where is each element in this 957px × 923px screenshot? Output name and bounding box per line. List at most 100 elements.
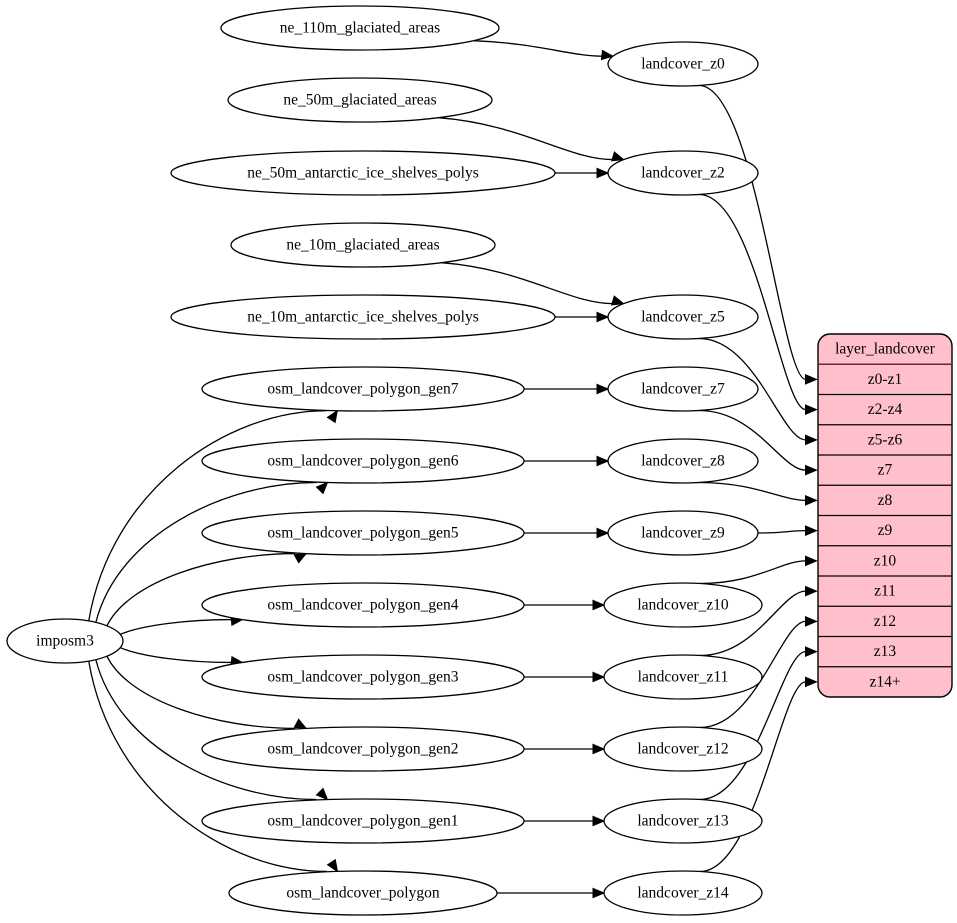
arrow-head: [805, 585, 818, 597]
edge-imposm3-to-osm_landcover_polygon_gen5: [106, 552, 296, 627]
node-ne_50m_antarctic_ice_shelves_polys[interactable]: ne_50m_antarctic_ice_shelves_polys: [170, 150, 556, 196]
edge-ne_10m_glaciated_areas-to-landcover_z5: [441, 262, 613, 305]
edge-imposm3-to-osm_landcover_polygon_gen2: [106, 655, 296, 730]
arrow-head: [805, 676, 818, 688]
node-landcover_z8[interactable]: landcover_z8: [607, 438, 759, 484]
edge-landcover_z12-to-z12: [699, 620, 806, 729]
edge-landcover_z8-to-z8: [699, 481, 806, 502]
arrow-head: [596, 455, 610, 467]
node-shape-landcover_z8[interactable]: [607, 438, 759, 484]
node-shape-ne_10m_antarctic_ice_shelves_polys[interactable]: [170, 294, 556, 340]
edge-ne_110m_glaciated_areas-to-landcover_z0: [473, 40, 602, 57]
edge-landcover_z9-to-z9: [757, 529, 806, 534]
edge-imposm3-to-osm_landcover_polygon_gen6: [95, 481, 317, 623]
edges-layer: [88, 40, 818, 899]
node-osm_landcover_polygon[interactable]: osm_landcover_polygon: [228, 870, 498, 916]
node-shape-landcover_z5[interactable]: [607, 294, 759, 340]
arrow-head: [805, 434, 818, 446]
node-osm_landcover_polygon_gen2[interactable]: osm_landcover_polygon_gen2: [201, 726, 525, 772]
node-shape-ne_110m_glaciated_areas[interactable]: [220, 5, 500, 51]
node-osm_landcover_polygon_gen3[interactable]: osm_landcover_polygon_gen3: [201, 654, 525, 700]
node-shape-ne_50m_glaciated_areas[interactable]: [227, 77, 493, 123]
arrow-head: [805, 646, 818, 657]
node-shape-ne_50m_antarctic_ice_shelves_polys[interactable]: [170, 150, 556, 196]
node-imposm3[interactable]: imposm3: [6, 618, 124, 664]
arrow-head: [805, 404, 818, 415]
node-ne_10m_antarctic_ice_shelves_polys[interactable]: ne_10m_antarctic_ice_shelves_polys: [170, 294, 556, 340]
node-shape-osm_landcover_polygon[interactable]: [228, 870, 498, 916]
arrow-head: [326, 409, 339, 424]
node-shape-landcover_z12[interactable]: [603, 726, 763, 772]
node-shape-osm_landcover_polygon_gen7[interactable]: [201, 366, 525, 412]
node-shape-landcover_z7[interactable]: [607, 366, 759, 412]
edge-landcover_z10-to-z10: [699, 560, 806, 585]
node-shape-ne_10m_glaciated_areas[interactable]: [230, 222, 496, 268]
node-ne_50m_glaciated_areas[interactable]: ne_50m_glaciated_areas: [227, 77, 493, 123]
arrow-head: [592, 743, 606, 755]
node-landcover_z10[interactable]: landcover_z10: [603, 582, 763, 628]
edge-imposm3-to-osm_landcover_polygon: [88, 660, 327, 873]
node-shape-osm_landcover_polygon_gen2[interactable]: [201, 726, 525, 772]
edge-imposm3-to-osm_landcover_polygon_gen7: [88, 410, 327, 622]
node-landcover_z5[interactable]: landcover_z5: [607, 294, 759, 340]
node-shape-landcover_z10[interactable]: [603, 582, 763, 628]
layer-landcover-table[interactable]: layer_landcoverz0-z1z2-z4z5-z6z7z8z9z10z…: [817, 333, 953, 698]
node-landcover_z7[interactable]: landcover_z7: [607, 366, 759, 412]
edge-landcover_z14-to-z14+: [699, 681, 806, 873]
edge-ne_50m_glaciated_areas-to-landcover_z2: [438, 117, 613, 161]
edge-landcover_z0-to-z0-z1: [699, 84, 806, 381]
node-ne_110m_glaciated_areas[interactable]: ne_110m_glaciated_areas: [220, 5, 500, 51]
edge-landcover_z5-to-z5-z6: [699, 337, 806, 441]
arrow-head: [805, 495, 818, 506]
edge-landcover_z2-to-z2-z4: [699, 193, 806, 411]
arrow-head: [805, 374, 818, 385]
arrow-head: [293, 718, 308, 730]
node-shape-osm_landcover_polygon_gen6[interactable]: [201, 438, 525, 484]
arrow-head: [596, 167, 610, 179]
nodes-layer: imposm3 ne_110m_glaciated_areas ne_50m_gla…: [6, 5, 763, 916]
node-shape-landcover_z9[interactable]: [607, 510, 759, 556]
node-landcover_z2[interactable]: landcover_z2: [607, 150, 759, 196]
node-shape-landcover_z13[interactable]: [603, 798, 763, 844]
edge-landcover_z11-to-z11: [699, 590, 806, 657]
node-osm_landcover_polygon_gen7[interactable]: osm_landcover_polygon_gen7: [201, 366, 525, 412]
node-landcover_z13[interactable]: landcover_z13: [603, 798, 763, 844]
arrow-head: [611, 151, 625, 162]
node-shape-landcover_z11[interactable]: [603, 654, 763, 700]
node-landcover_z0[interactable]: landcover_z0: [607, 41, 759, 87]
node-shape-landcover_z14[interactable]: [603, 870, 763, 916]
edge-landcover_z7-to-z7: [699, 409, 806, 471]
arrow-head: [315, 787, 329, 801]
node-ne_10m_glaciated_areas[interactable]: ne_10m_glaciated_areas: [230, 222, 496, 268]
node-shape-osm_landcover_polygon_gen4[interactable]: [201, 582, 525, 628]
arrow-head: [315, 481, 329, 495]
node-osm_landcover_polygon_gen5[interactable]: osm_landcover_polygon_gen5: [201, 510, 525, 556]
node-shape-osm_landcover_polygon_gen5[interactable]: [201, 510, 525, 556]
arrow-head: [805, 616, 818, 627]
node-osm_landcover_polygon_gen4[interactable]: osm_landcover_polygon_gen4: [201, 582, 525, 628]
node-shape-landcover_z0[interactable]: [607, 41, 759, 87]
arrow-head: [596, 383, 610, 395]
arrow-head: [592, 815, 606, 827]
arrow-head: [600, 49, 615, 61]
arrow-head: [293, 552, 308, 564]
node-shape-imposm3[interactable]: [6, 618, 124, 664]
node-landcover_z9[interactable]: landcover_z9: [607, 510, 759, 556]
node-landcover_z11[interactable]: landcover_z11: [603, 654, 763, 700]
arrow-head: [805, 555, 818, 567]
node-shape-osm_landcover_polygon_gen1[interactable]: [201, 798, 525, 844]
node-shape-landcover_z2[interactable]: [607, 150, 759, 196]
arrow-head: [805, 525, 818, 536]
node-osm_landcover_polygon_gen6[interactable]: osm_landcover_polygon_gen6: [201, 438, 525, 484]
node-landcover_z12[interactable]: landcover_z12: [603, 726, 763, 772]
edge-landcover_z13-to-z13: [699, 650, 806, 801]
arrow-head: [592, 887, 606, 899]
arrow-head: [596, 311, 610, 323]
edge-imposm3-to-osm_landcover_polygon_gen3: [120, 647, 232, 664]
node-shape-osm_landcover_polygon_gen3[interactable]: [201, 654, 525, 700]
node-osm_landcover_polygon_gen1[interactable]: osm_landcover_polygon_gen1: [201, 798, 525, 844]
node-landcover_z14[interactable]: landcover_z14: [603, 870, 763, 916]
arrow-head: [805, 464, 818, 476]
